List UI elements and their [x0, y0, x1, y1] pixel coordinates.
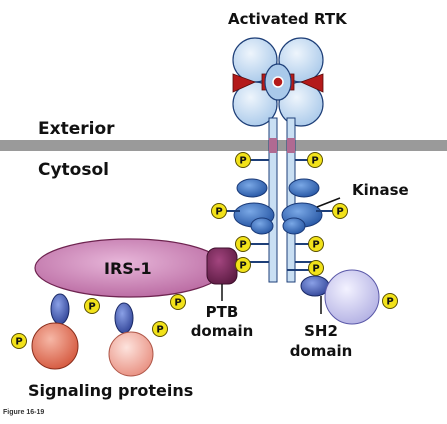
ptb-domain	[206, 247, 238, 285]
kinase-pointer-line	[316, 197, 341, 208]
kinase-domains	[233, 178, 323, 235]
svg-text:P: P	[239, 261, 246, 272]
cytosol-label: Cytosol	[38, 160, 109, 180]
ptb-label-line1: PTB	[206, 303, 239, 321]
phosphate-groups	[11, 152, 398, 349]
figure-caption: Figure 16-19	[3, 409, 44, 416]
svg-text:P: P	[386, 297, 393, 308]
phosphate-6	[308, 236, 324, 252]
phosphate-13	[382, 293, 398, 309]
svg-text:P: P	[239, 156, 246, 167]
signaling-protein-left	[31, 293, 79, 370]
svg-text:P: P	[311, 156, 318, 167]
svg-text:P: P	[215, 207, 222, 218]
svg-text:P: P	[336, 207, 343, 218]
phosphate-4	[332, 203, 348, 219]
phosphate-10	[84, 298, 100, 314]
exterior-label: Exterior	[38, 119, 115, 139]
phosphate-9	[170, 294, 186, 310]
svg-text:P: P	[156, 325, 163, 336]
ptb-label-line2: domain	[191, 322, 254, 340]
phosphate-labels: P P P P P P P P P P P P P	[15, 156, 393, 348]
phosphate-7	[235, 257, 251, 273]
svg-text:P: P	[312, 240, 319, 251]
phosphate-2	[307, 152, 323, 168]
phosphate-8	[308, 260, 324, 276]
svg-text:P: P	[239, 240, 246, 251]
phosphate-12	[152, 321, 168, 337]
irs1-label: IRS-1	[104, 259, 152, 278]
phosphate-11	[11, 333, 27, 349]
sh2-label-line1: SH2	[304, 322, 338, 340]
phosphate-1	[235, 152, 251, 168]
svg-text:P: P	[88, 302, 95, 313]
sh2-label-line2: domain	[290, 342, 353, 360]
phosphate-5	[235, 236, 251, 252]
receptor-stalks	[268, 117, 296, 283]
kinase-label: Kinase	[352, 181, 409, 199]
ligand-dimer	[232, 63, 324, 101]
plasma-membrane	[0, 140, 447, 151]
svg-text:P: P	[15, 337, 22, 348]
svg-text:P: P	[312, 264, 319, 275]
signaling-protein-right	[108, 302, 154, 377]
phosphate-3	[211, 203, 227, 219]
svg-text:P: P	[174, 298, 181, 309]
activated-rtk-title: Activated RTK	[228, 10, 348, 28]
receptor-extracellular-domain	[232, 37, 324, 127]
sh2-partner-protein	[324, 269, 380, 325]
signaling-proteins-label: Signaling proteins	[28, 381, 193, 400]
